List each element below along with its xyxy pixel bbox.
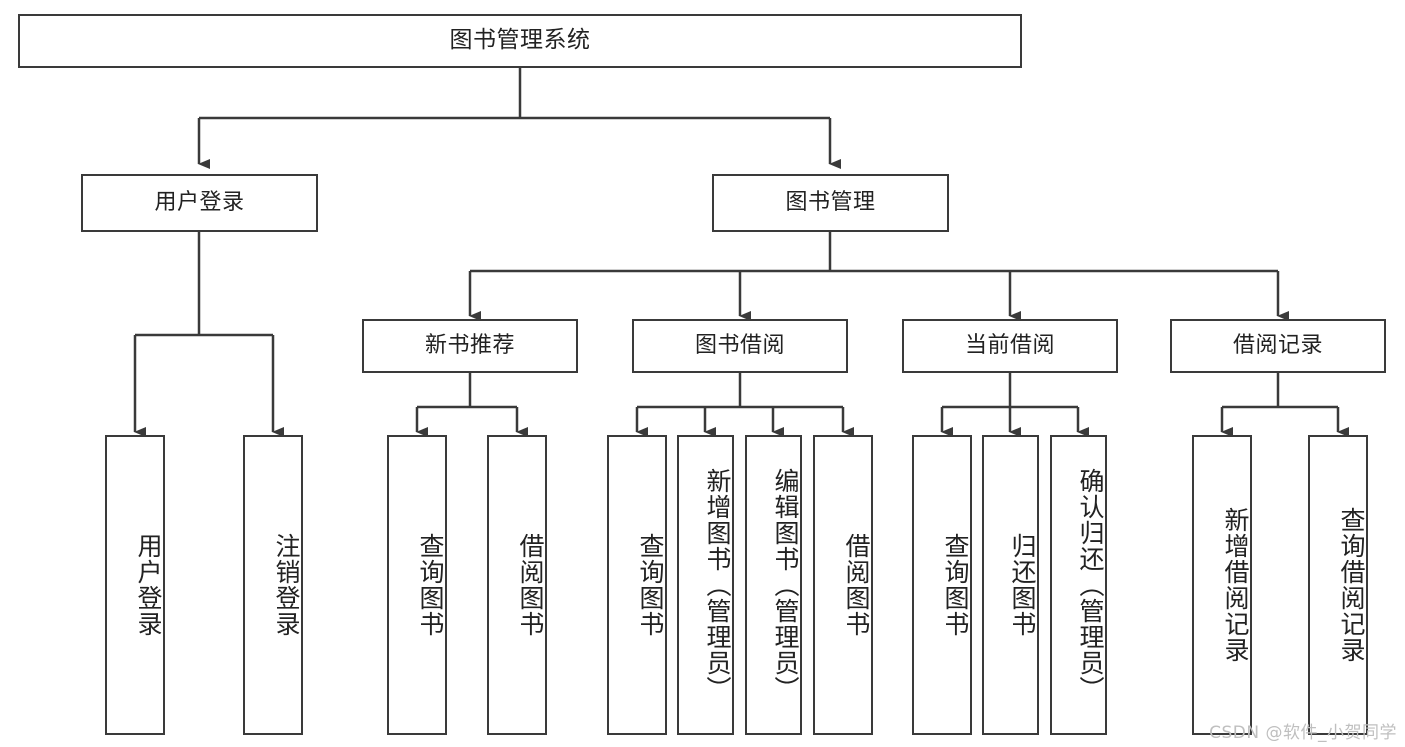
leaf-borrow-edit-book-admin[interactable]: 编辑图书（管理员） xyxy=(745,435,802,735)
node-book-management[interactable]: 图书管理 xyxy=(712,174,949,232)
leaf-user-login-logout[interactable]: 注销登录 xyxy=(243,435,303,735)
leaf-current-confirm-return-admin[interactable]: 确认归还（管理员） xyxy=(1050,435,1107,735)
leaf-current-return-book[interactable]: 归还图书 xyxy=(982,435,1039,735)
leaf-recommend-borrow-book[interactable]: 借阅图书 xyxy=(487,435,547,735)
leaf-borrow-add-book-admin[interactable]: 新增图书（管理员） xyxy=(677,435,734,735)
node-root-system[interactable]: 图书管理系统 xyxy=(18,14,1022,68)
node-new-book-recommend[interactable]: 新书推荐 xyxy=(362,319,578,373)
leaf-borrow-borrow-book[interactable]: 借阅图书 xyxy=(813,435,873,735)
leaf-recommend-query-book[interactable]: 查询图书 xyxy=(387,435,447,735)
node-book-borrow[interactable]: 图书借阅 xyxy=(632,319,848,373)
node-user-login[interactable]: 用户登录 xyxy=(81,174,318,232)
leaf-borrow-query-book[interactable]: 查询图书 xyxy=(607,435,667,735)
leaf-record-add-record[interactable]: 新增借阅记录 xyxy=(1192,435,1252,735)
leaf-current-query-book[interactable]: 查询图书 xyxy=(912,435,972,735)
leaf-user-login-login[interactable]: 用户登录 xyxy=(105,435,165,735)
node-current-borrow[interactable]: 当前借阅 xyxy=(902,319,1118,373)
leaf-record-query-record[interactable]: 查询借阅记录 xyxy=(1308,435,1368,735)
node-borrow-record[interactable]: 借阅记录 xyxy=(1170,319,1386,373)
csdn-watermark: CSDN @软件_小贺同学 xyxy=(1209,723,1397,743)
